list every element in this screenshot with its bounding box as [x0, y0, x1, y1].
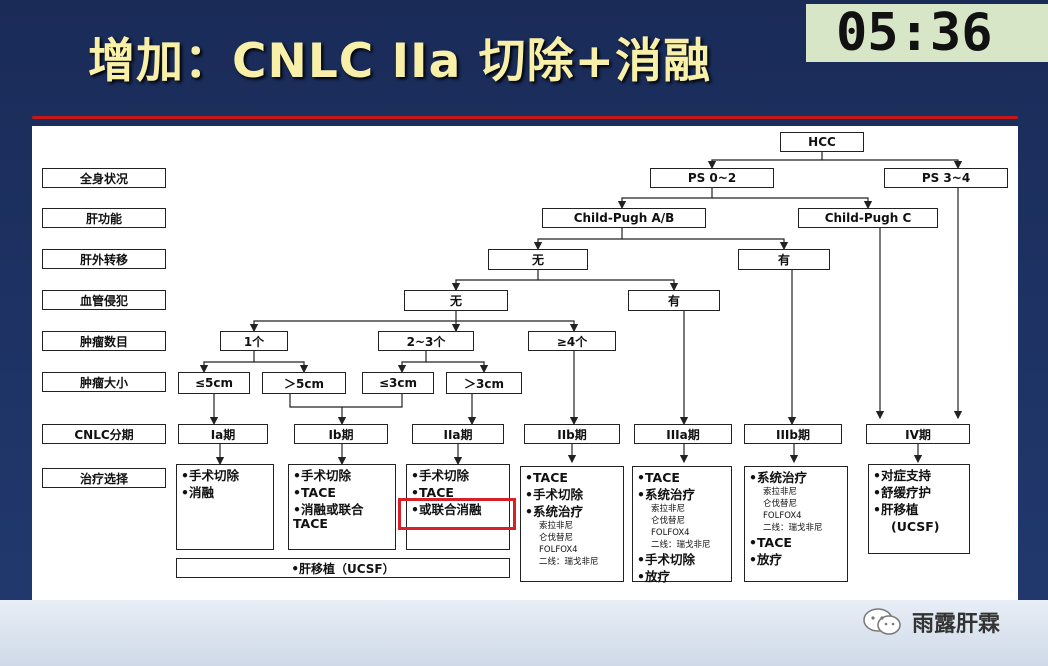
node-size-le-5cm: ≤5cm: [178, 372, 250, 394]
treatment-iiia: •TACE •系统治疗 索拉非尼 仑伐替尼 FOLFOX4 二线：瑞戈非尼 •手…: [632, 466, 732, 584]
node-hcc: HCC: [780, 132, 864, 152]
stage-ib: Ib期: [294, 424, 388, 444]
treatment-item: •TACE: [637, 470, 680, 485]
treatment-item: •系统治疗: [749, 470, 807, 485]
node-vascular-yes: 有: [628, 290, 720, 311]
stage-iiia: IIIa期: [634, 424, 732, 444]
drug-item: 二线：瑞戈非尼: [651, 540, 711, 550]
row-label-extrahepatic: 肝外转移: [42, 249, 166, 269]
treatment-item: •放疗: [749, 552, 782, 567]
treatment-item: •或联合消融: [411, 502, 482, 517]
slide-title: 增加：CNLC IIa 切除+消融: [88, 34, 712, 89]
node-ps-0-2: PS 0~2: [650, 168, 774, 188]
drug-item: 索拉非尼: [763, 487, 798, 497]
stage-iia: IIa期: [412, 424, 504, 444]
treatment-item: •放疗: [637, 569, 670, 584]
node-vascular-no: 无: [404, 290, 508, 311]
treatment-item: •手术切除: [181, 468, 239, 483]
treatment-item: •肝移植: [873, 502, 919, 517]
row-label-treatment: 治疗选择: [42, 468, 166, 488]
node-count-1: 1个: [220, 331, 288, 351]
node-child-pugh-c: Child-Pugh C: [798, 208, 938, 228]
treatment-iv: •对症支持 •舒缓疗护 •肝移植 (UCSF): [868, 464, 970, 554]
watermark: 雨露肝霖: [862, 606, 1000, 638]
row-label-tumor-size: 肿瘤大小: [42, 372, 166, 392]
drug-item: 二线：瑞戈非尼: [763, 523, 823, 533]
treatment-iib: •TACE •手术切除 •系统治疗 索拉非尼 仑伐替尼 FOLFOX4 二线：瑞…: [520, 466, 624, 582]
timer: 05:36: [806, 4, 1048, 62]
row-label-vascular: 血管侵犯: [42, 290, 166, 310]
treatment-item: •消融或联合: [293, 502, 364, 517]
node-size-gt-5cm: ＞5cm: [262, 372, 346, 394]
treatment-item: •TACE: [749, 535, 792, 550]
node-ps-3-4: PS 3~4: [884, 168, 1008, 188]
treatment-item: •消融: [181, 485, 214, 500]
node-size-le-3cm: ≤3cm: [362, 372, 434, 394]
treatment-item: (UCSF): [891, 519, 940, 534]
title-divider: [32, 116, 1018, 119]
node-count-4-plus: ≥4个: [528, 331, 616, 351]
row-label-general-status: 全身状况: [42, 168, 166, 188]
transplant-bar: •肝移植（UCSF）: [176, 558, 510, 578]
wechat-icon: [863, 608, 901, 635]
drug-item: FOLFOX4: [763, 511, 802, 521]
treatment-item: •手术切除: [637, 552, 695, 567]
treatment-item: •TACE: [525, 470, 568, 485]
treatment-item: •系统治疗: [525, 504, 583, 519]
highlight-box: [398, 498, 516, 530]
stage-iv: IV期: [866, 424, 970, 444]
node-extrahepatic-no: 无: [488, 249, 588, 270]
treatment-item: •TACE: [411, 485, 454, 500]
stage-iib: IIb期: [524, 424, 620, 444]
drug-item: 仑伐替尼: [539, 533, 574, 543]
treatment-item: •舒缓疗护: [873, 485, 931, 500]
treatment-item: •对症支持: [873, 468, 931, 483]
drug-item: 仑伐替尼: [763, 499, 798, 509]
drug-item: FOLFOX4: [539, 545, 578, 555]
drug-item: 索拉非尼: [539, 521, 574, 531]
stage-ia: Ia期: [178, 424, 268, 444]
watermark-text: 雨露肝霖: [912, 612, 1001, 637]
treatment-item: •手术切除: [293, 468, 351, 483]
treatment-item: •TACE: [293, 485, 336, 500]
stage-iiib: IIIb期: [744, 424, 842, 444]
row-label-tumor-count: 肿瘤数目: [42, 331, 166, 351]
node-child-pugh-ab: Child-Pugh A/B: [542, 208, 706, 228]
row-label-liver-function: 肝功能: [42, 208, 166, 228]
node-size-gt-3cm: ＞3cm: [446, 372, 522, 394]
drug-item: 索拉非尼: [651, 504, 686, 514]
treatment-iiib: •系统治疗 索拉非尼 仑伐替尼 FOLFOX4 二线：瑞戈非尼 •TACE •放…: [744, 466, 848, 582]
treatment-item: •手术切除: [411, 468, 469, 483]
node-count-2-3: 2~3个: [378, 331, 474, 351]
drug-item: 仑伐替尼: [651, 516, 686, 526]
treatment-ia: •手术切除 •消融: [176, 464, 274, 550]
drug-item: 二线：瑞戈非尼: [539, 557, 599, 567]
node-extrahepatic-yes: 有: [738, 249, 830, 270]
treatment-item: •系统治疗: [637, 487, 695, 502]
treatment-iia: •手术切除 •TACE •或联合消融: [406, 464, 510, 550]
treatment-item: TACE: [293, 516, 328, 531]
row-label-cnlc-stage: CNLC分期: [42, 424, 166, 444]
treatment-item: •手术切除: [525, 487, 583, 502]
treatment-ib: •手术切除 •TACE •消融或联合 TACE: [288, 464, 396, 550]
drug-item: FOLFOX4: [651, 528, 690, 538]
